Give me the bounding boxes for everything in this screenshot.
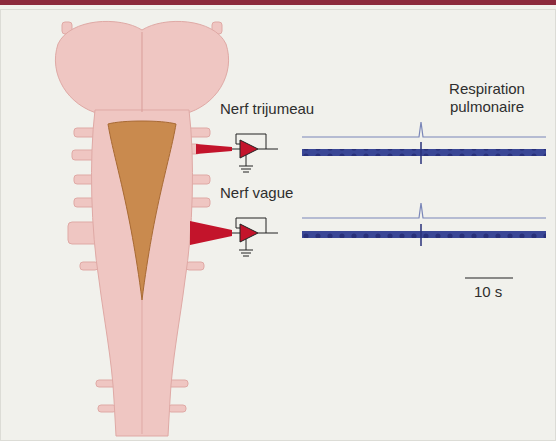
fourth-ventricle xyxy=(108,121,176,300)
scale-bar xyxy=(465,277,513,278)
amplifier-symbol xyxy=(232,218,278,256)
top-bar xyxy=(0,0,556,5)
electrode xyxy=(196,144,232,154)
recording-traces xyxy=(302,122,546,246)
amplifier-symbol xyxy=(232,134,278,172)
scale-label: 10 s xyxy=(474,283,502,301)
electrode xyxy=(190,221,232,245)
nerve-label: Nerf vague xyxy=(220,184,293,202)
trace-title: Respiration pulmonaire xyxy=(432,80,542,116)
panel xyxy=(1,10,556,441)
nerve-label: Nerf trijumeau xyxy=(220,100,314,118)
